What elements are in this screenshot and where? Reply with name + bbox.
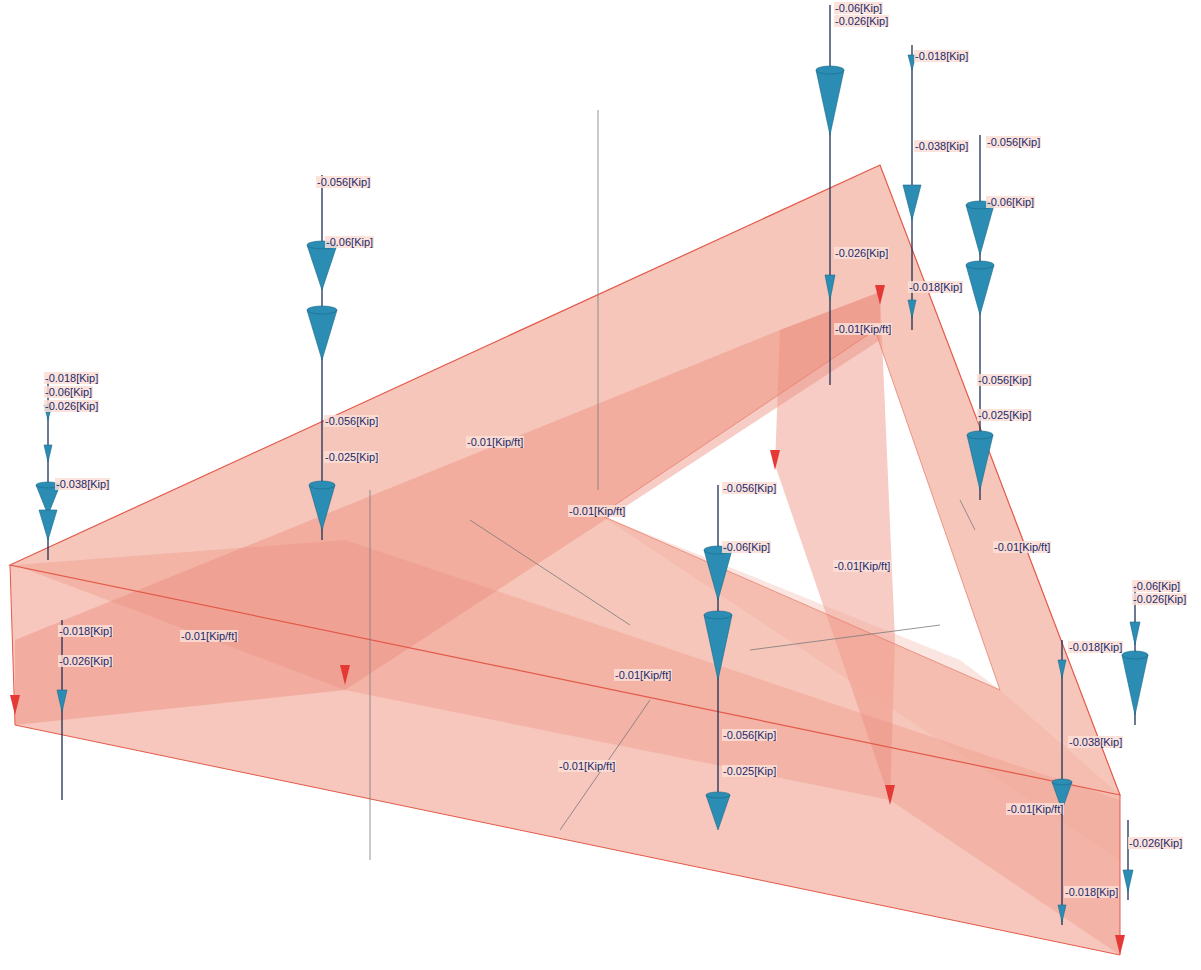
cone (825, 275, 835, 300)
red-arrowhead (340, 665, 350, 685)
load-label: -0.018[Kip] (44, 372, 99, 384)
load-label: -0.018[Kip] (1068, 641, 1123, 653)
cone (816, 70, 844, 135)
load-label: -0.06[Kip] (834, 2, 883, 14)
load-cones (36, 55, 1148, 922)
load-label: -0.01[Kip/ft] (558, 760, 616, 772)
load-label: -0.018[Kip] (1064, 886, 1119, 898)
load-label: -0.01[Kip/ft] (834, 323, 892, 335)
load-label: -0.056[Kip] (324, 415, 379, 427)
load-label: -0.038[Kip] (55, 478, 110, 490)
cone (706, 792, 730, 798)
cone (309, 485, 335, 530)
load-label: -0.056[Kip] (977, 374, 1032, 386)
plane-arrowheads (10, 285, 1125, 955)
load-label: -0.056[Kip] (316, 176, 371, 188)
load-label: -0.056[Kip] (986, 136, 1041, 148)
cone (704, 550, 732, 600)
axis-line (470, 520, 630, 625)
load-label: -0.06[Kip] (986, 196, 1035, 208)
axis-line (960, 500, 975, 530)
load-label: -0.056[Kip] (722, 729, 777, 741)
frame-outline (10, 565, 1120, 955)
load-label: -0.056[Kip] (722, 482, 777, 494)
cone (1123, 870, 1133, 892)
cone (1058, 660, 1066, 678)
load-label: -0.01[Kip/ft] (180, 630, 238, 642)
cone (307, 306, 337, 314)
cone (307, 310, 337, 360)
load-label: -0.018[Kip] (58, 625, 113, 637)
load-label: -0.06[Kip] (1132, 580, 1181, 592)
load-label: -0.038[Kip] (1068, 736, 1123, 748)
cone (967, 435, 993, 490)
red-arrowhead (885, 785, 895, 805)
cone (1122, 651, 1148, 659)
load-label: -0.018[Kip] (914, 50, 969, 62)
load-label: -0.038[Kip] (914, 140, 969, 152)
axis-line (598, 110, 599, 490)
load-label: -0.018[Kip] (908, 281, 963, 293)
cone (706, 795, 730, 830)
cone (816, 66, 844, 74)
cone (704, 611, 732, 619)
red-arrowhead (875, 285, 885, 305)
load-label: -0.025[Kip] (324, 451, 379, 463)
load-label: -0.06[Kip] (325, 236, 374, 248)
load-label: -0.01[Kip/ft] (614, 669, 672, 681)
load-line (829, 5, 830, 385)
load-label: -0.026[Kip] (1128, 837, 1183, 849)
load-label: -0.01[Kip/ft] (568, 505, 626, 517)
load-label: -0.01[Kip/ft] (466, 436, 524, 448)
load-label: -0.06[Kip] (44, 386, 93, 398)
cone (39, 510, 57, 540)
load-label: -0.01[Kip/ft] (993, 541, 1051, 553)
cone (903, 185, 921, 220)
cone (704, 615, 732, 680)
frame-outline (600, 330, 1000, 690)
cone (44, 445, 52, 462)
load-label: -0.06[Kip] (722, 541, 771, 553)
load-label: -0.026[Kip] (44, 400, 99, 412)
load-band (600, 515, 1120, 860)
cone (967, 431, 993, 439)
axis-line (750, 625, 940, 650)
load-label: -0.01[Kip/ft] (1006, 803, 1064, 815)
load-label: -0.026[Kip] (58, 655, 113, 667)
load-label: -0.026[Kip] (834, 15, 889, 27)
cone (966, 205, 994, 255)
distributed-load-planes (10, 165, 1120, 955)
load-label: -0.025[Kip] (977, 409, 1032, 421)
cone (57, 690, 67, 712)
load-label: -0.026[Kip] (1132, 593, 1187, 605)
frame-outline (10, 165, 1120, 795)
point-load-lines (48, 5, 1135, 925)
cone (966, 265, 994, 315)
load-label: -0.025[Kip] (722, 765, 777, 777)
cone (1058, 905, 1066, 922)
cone (1052, 779, 1072, 785)
cone (309, 481, 335, 489)
load-label: -0.01[Kip/ft] (833, 560, 891, 572)
load-label: -0.026[Kip] (834, 247, 889, 259)
red-arrowhead (770, 450, 780, 470)
cone (908, 300, 916, 318)
axis-line (370, 490, 371, 860)
member-axes (370, 110, 975, 860)
red-arrowhead (10, 695, 20, 715)
cone (1122, 655, 1148, 715)
cone (966, 261, 994, 269)
cone (307, 245, 337, 290)
red-arrowhead (1115, 935, 1125, 955)
cone (1130, 622, 1140, 645)
